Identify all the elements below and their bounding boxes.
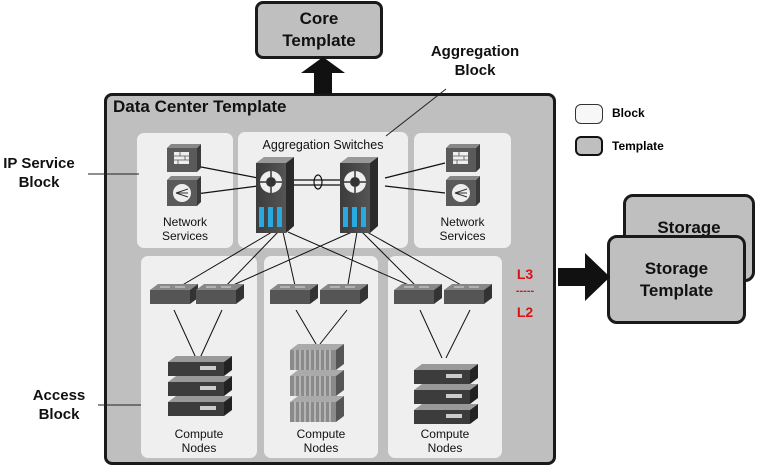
- storage-back-label: Storage: [657, 218, 721, 237]
- layer-l2-label: L2: [516, 304, 534, 320]
- ip-service-block-label: IP Service Block: [0, 154, 78, 192]
- network-services-left-label: Network Services: [137, 215, 233, 243]
- core-template-label: Core Template: [258, 8, 380, 52]
- storage-front-line1: Storage: [644, 259, 709, 278]
- compute-2-line1: Compute: [296, 427, 346, 441]
- compute-1-line2: Nodes: [181, 441, 217, 455]
- network-services-left-line2: Services: [161, 229, 208, 243]
- network-services-right-label: Network Services: [414, 215, 511, 243]
- compute-1-line1: Compute: [174, 427, 224, 441]
- network-services-left-line1: Network: [162, 215, 207, 229]
- aggregation-callout: Aggregation Block: [400, 42, 550, 80]
- legend-block-label: Block: [612, 106, 645, 120]
- core-line2: Template: [282, 31, 356, 50]
- access-line1: Access: [32, 387, 86, 404]
- compute-3-line1: Compute: [420, 427, 470, 441]
- data-center-title: Data Center Template: [113, 97, 287, 116]
- layer-l3-label: L3: [516, 266, 534, 282]
- access-line2: Block: [38, 406, 80, 423]
- compute-nodes-2-label: Compute Nodes: [264, 427, 378, 455]
- aggregation-callout-line1: Aggregation: [430, 43, 520, 60]
- storage-template-front: Storage Template: [607, 235, 746, 324]
- aggregation-switches-label: Aggregation Switches: [262, 138, 384, 152]
- core-template-box: Core Template: [255, 1, 383, 59]
- up-arrow-to-core: [301, 57, 345, 94]
- access-block-label: Access Block: [20, 386, 98, 424]
- compute-2-line2: Nodes: [303, 441, 339, 455]
- network-services-right-line2: Services: [439, 229, 486, 243]
- compute-3-line2: Nodes: [427, 441, 463, 455]
- storage-front-label: Storage Template: [610, 258, 743, 302]
- legend-block-swatch: [575, 104, 603, 124]
- storage-front-line2: Template: [639, 281, 714, 300]
- compute-nodes-1-label: Compute Nodes: [141, 427, 257, 455]
- legend-template-label: Template: [612, 139, 664, 153]
- ip-service-line1: IP Service: [3, 155, 75, 172]
- layer-separator: -----: [515, 285, 535, 297]
- network-services-right-line1: Network: [440, 215, 485, 229]
- compute-nodes-3-label: Compute Nodes: [388, 427, 502, 455]
- aggregation-callout-line2: Block: [454, 62, 496, 79]
- ip-service-line2: Block: [18, 174, 60, 191]
- legend-template-swatch: [575, 136, 603, 156]
- right-arrow-to-storage: [558, 253, 610, 301]
- core-line1: Core: [299, 9, 339, 28]
